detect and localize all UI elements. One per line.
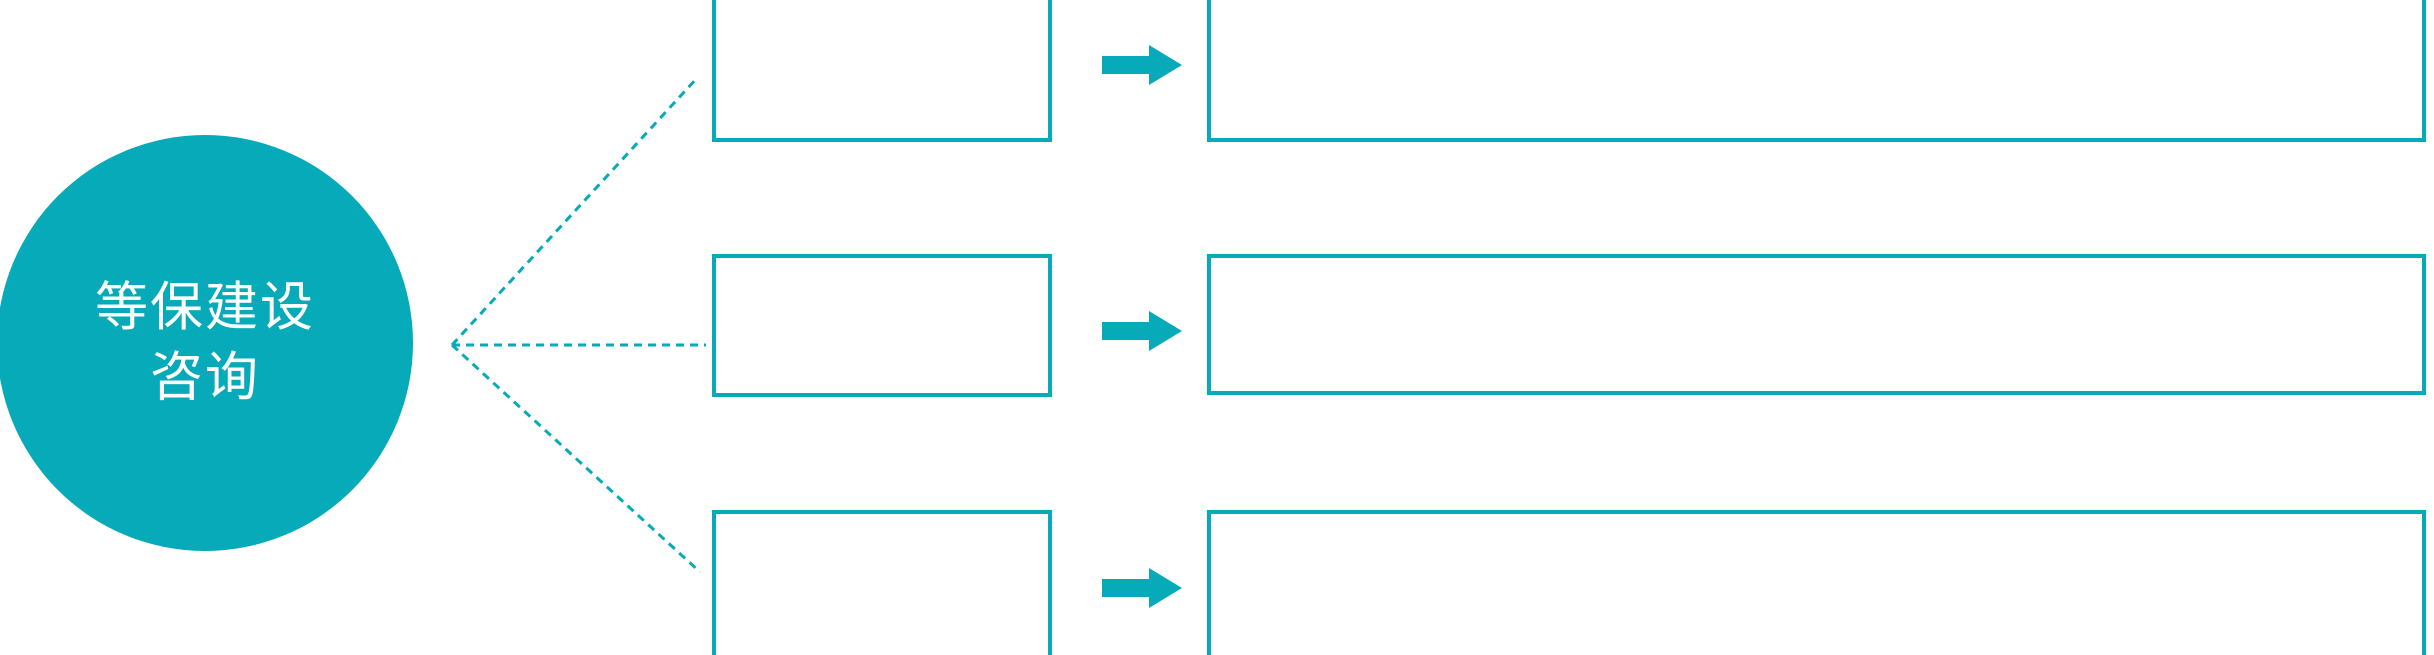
detail-box-1[interactable] [1207, 0, 2426, 142]
stage-box-2[interactable] [712, 254, 1052, 397]
hub-label-line-2: 咨询 [150, 348, 260, 407]
stage-box-1[interactable] [712, 0, 1052, 142]
connector-line-top [450, 76, 699, 347]
detail-box-2[interactable] [1207, 254, 2426, 395]
stage-box-3[interactable] [712, 510, 1052, 655]
hub-circle[interactable]: 等保建设 咨询 [0, 135, 413, 551]
connector-line-bottom [450, 343, 702, 574]
hub-label-line-1: 等保建设 [95, 278, 315, 338]
right-arrow-icon-3 [1102, 568, 1182, 608]
detail-box-3[interactable] [1207, 510, 2426, 655]
right-arrow-icon-1 [1102, 45, 1182, 85]
right-arrow-icon-2 [1102, 311, 1182, 351]
